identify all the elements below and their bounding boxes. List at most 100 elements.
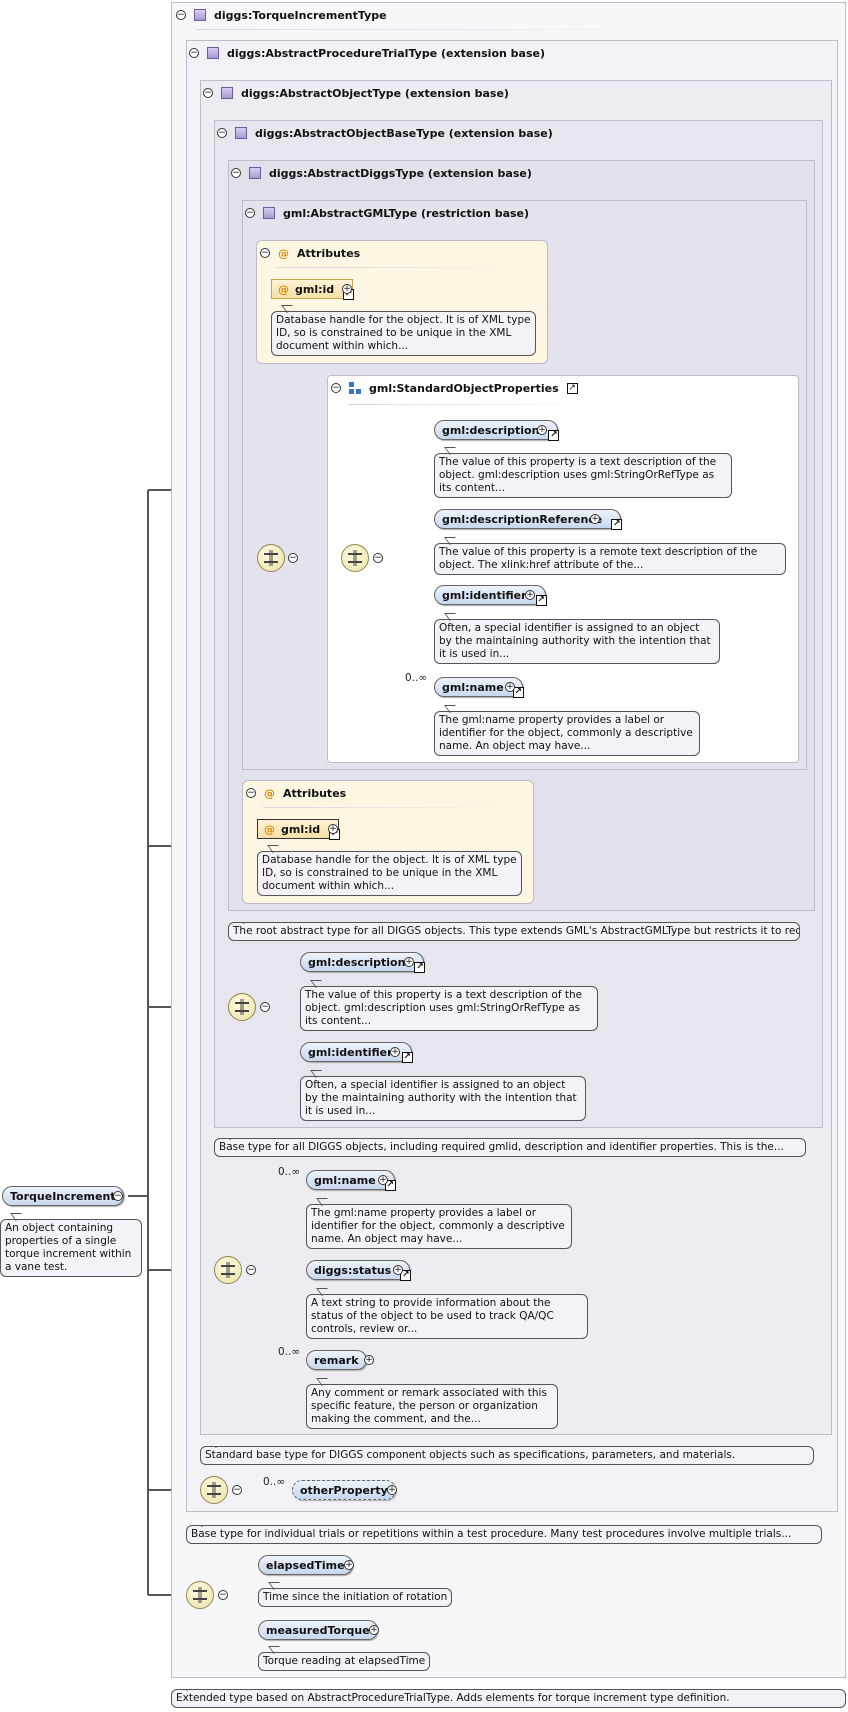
collapse-icon[interactable]: − [231,167,241,178]
type-annotation: Extended type based on AbstractProcedure… [171,1689,846,1708]
collapse-icon[interactable]: − [217,127,227,138]
element-diggs-status[interactable]: diggs:status↗ [306,1260,412,1281]
complex-type-icon [235,127,247,139]
expand-icon[interactable]: + [342,283,352,294]
type-name: diggs:TorqueIncrementType [214,8,387,22]
collapse-icon[interactable]: − [203,87,213,98]
expand-icon[interactable]: + [369,1624,379,1635]
type-name: gml:AbstractGMLType (restriction base) [283,206,530,220]
expand-icon[interactable]: + [404,956,414,967]
element-gml-identifier[interactable]: gml:identifier↗ [434,585,547,606]
element-remark[interactable]: remark [306,1350,367,1370]
type-annotation: Standard base type for DIGGS component o… [200,1446,814,1465]
element-gml-description[interactable]: gml:description↗ [300,952,426,973]
element-elapsed-time[interactable]: elapsedTime [258,1555,353,1575]
attributes-box: − @ Attributes @ gml:id ↗ + Database han… [256,240,548,364]
expand-icon[interactable]: + [328,823,338,834]
expand-icon[interactable]: + [393,1264,403,1275]
element-annotation: Often, a special identifier is assigned … [300,1076,586,1121]
element-annotation: Any comment or remark associated with th… [306,1384,558,1429]
occurrence-label: 0..∞ [278,1166,301,1178]
reference-arrow-icon[interactable]: ↗ [566,382,578,394]
reference-arrow-icon[interactable]: ↗ [611,519,623,530]
at-sign-icon: @ [264,786,275,800]
group-title: gml:StandardObjectProperties [369,381,559,395]
element-annotation: A text string to provide information abo… [306,1294,588,1339]
attribute-gml-id[interactable]: @ gml:id ↗ [271,279,355,300]
element-annotation: The value of this property is a remote t… [434,543,786,575]
expand-icon[interactable]: + [378,1174,388,1185]
element-gml-identifier[interactable]: gml:identifier↗ [300,1042,413,1063]
attribute-gml-id[interactable]: @ gml:id ↗ [257,819,341,840]
collapse-icon[interactable]: − [218,1589,228,1600]
sequence-compositor-icon[interactable] [186,1581,214,1609]
collapse-icon[interactable]: − [176,9,186,20]
sequence-compositor-icon[interactable] [257,544,285,572]
collapse-icon[interactable]: − [246,787,256,798]
model-group-icon [349,382,361,394]
sequence-compositor-icon[interactable] [228,993,256,1021]
at-sign-icon: @ [278,282,289,296]
element-annotation: The value of this property is a text des… [300,986,598,1031]
collapse-icon[interactable]: − [232,1484,242,1495]
collapse-icon[interactable]: − [113,1190,123,1201]
expand-icon[interactable]: + [537,424,547,435]
expand-icon[interactable]: + [525,589,535,600]
type-name: diggs:AbstractObjectBaseType (extension … [255,126,553,140]
collapse-icon[interactable]: − [331,382,341,393]
collapse-icon[interactable]: − [245,207,255,218]
collapse-icon[interactable]: − [260,1001,270,1012]
complex-type-icon [207,47,219,59]
collapse-icon[interactable]: − [373,552,383,563]
element-other-property[interactable]: otherProperty [292,1480,396,1500]
expand-icon[interactable]: + [390,1046,400,1057]
type-annotation: Base type for all DIGGS objects, includi… [214,1138,806,1157]
element-annotation: Often, a special identifier is assigned … [434,619,720,664]
complex-type-icon [194,9,206,21]
element-gml-description[interactable]: gml:description↗ [434,420,560,441]
element-annotation: Time since the initiation of rotation [258,1588,453,1607]
occurrence-label: 0..∞ [263,1476,286,1488]
sequence-compositor-icon[interactable] [341,544,369,572]
expand-icon[interactable]: + [387,1484,397,1495]
reference-arrow-icon[interactable]: ↗ [400,1270,412,1281]
attribute-annotation: Database handle for the object. It is of… [271,311,536,356]
attribute-label: gml:id [281,822,321,836]
collapse-icon[interactable]: − [288,552,298,563]
expand-icon[interactable]: + [364,1354,374,1365]
sequence-compositor-icon[interactable] [200,1476,228,1504]
reference-arrow-icon[interactable]: ↗ [401,1052,413,1063]
attribute-label: gml:id [295,282,335,296]
expand-icon[interactable]: + [505,681,515,692]
reference-arrow-icon[interactable]: ↗ [512,687,524,698]
element-gml-description-reference[interactable]: gml:descriptionReference↗ [434,509,623,530]
expand-icon[interactable]: + [590,513,600,524]
element-annotation: The gml:name property provides a label o… [434,711,700,756]
element-annotation: An object containing properties of a sin… [0,1219,142,1277]
element-annotation: The gml:name property provides a label o… [306,1204,572,1249]
sequence-compositor-icon[interactable] [214,1256,242,1284]
type-annotation: The root abstract type for all DIGGS obj… [228,922,800,941]
type-name: diggs:AbstractDiggsType (extension base) [269,166,532,180]
type-annotation: Base type for individual trials or repet… [186,1525,822,1544]
complex-type-icon [221,87,233,99]
reference-arrow-icon[interactable]: ↗ [535,595,547,606]
occurrence-label: 0..∞ [278,1346,301,1358]
collapse-icon[interactable]: − [246,1264,256,1275]
type-name: diggs:AbstractProcedureTrialType (extens… [227,46,545,60]
reference-arrow-icon[interactable]: ↗ [414,962,426,973]
occurrence-label: 0..∞ [405,672,428,684]
element-torque-increment[interactable]: TorqueIncrement [2,1186,124,1206]
collapse-icon[interactable]: − [260,247,270,258]
attributes-title: Attributes [297,246,361,260]
reference-arrow-icon[interactable]: ↗ [548,430,560,441]
type-name: diggs:AbstractObjectType (extension base… [241,86,509,100]
element-annotation: The value of this property is a text des… [434,453,732,498]
element-gml-name[interactable]: gml:name↗ [306,1170,396,1191]
element-annotation: Torque reading at elapsedTime [258,1652,431,1671]
reference-arrow-icon[interactable]: ↗ [384,1180,396,1191]
element-gml-name[interactable]: gml:name↗ [434,677,524,698]
expand-icon[interactable]: + [344,1559,354,1570]
element-measured-torque[interactable]: measuredTorque [258,1620,378,1640]
collapse-icon[interactable]: − [189,47,199,58]
